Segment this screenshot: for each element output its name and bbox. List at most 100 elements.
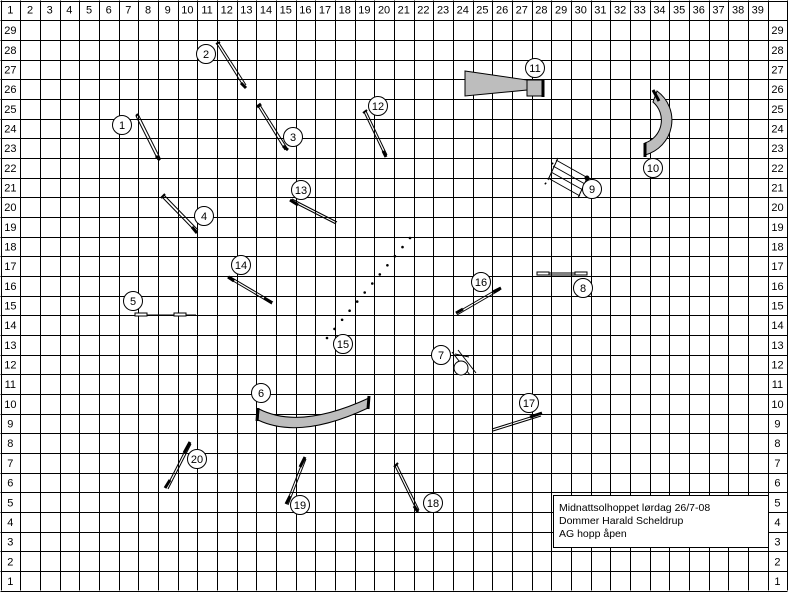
marker-6: 6 — [251, 383, 271, 403]
svg-text:13: 13 — [295, 185, 307, 197]
weave-pole — [348, 309, 351, 313]
obstacle-11-chute[interactable] — [464, 70, 545, 97]
event-title: Midnattsolhoppet lørdag 26/7-08 — [559, 502, 711, 514]
column-label: 17 — [319, 5, 331, 17]
marker-12: 12 — [368, 96, 388, 116]
row-label: 9 — [7, 419, 13, 431]
obstacle-15-weave-poles[interactable] — [325, 236, 412, 340]
row-label: 4 — [7, 517, 13, 529]
column-label: 25 — [476, 5, 488, 17]
weave-pole — [386, 264, 389, 267]
column-label: 5 — [86, 5, 92, 17]
marker-15: 15 — [333, 334, 353, 354]
obstacle-14-jump[interactable] — [227, 275, 274, 305]
obstacle-2-jump[interactable] — [215, 41, 248, 90]
row-label: 29 — [4, 25, 16, 37]
column-label: 9 — [165, 5, 171, 17]
row-label: 15 — [771, 301, 783, 313]
column-label: 23 — [437, 5, 449, 17]
course-info-box: Midnattsolhoppet lørdag 26/7-08 Dommer H… — [553, 495, 769, 548]
column-label: 21 — [398, 5, 410, 17]
class-name: AG hopp åpen — [559, 528, 627, 540]
marker-16: 16 — [471, 272, 491, 292]
row-label: 10 — [4, 399, 16, 411]
row-label: 12 — [771, 360, 783, 372]
column-label: 8 — [145, 5, 151, 17]
marker-13: 13 — [291, 180, 311, 200]
column-label: 1 — [7, 5, 13, 17]
row-label: 2 — [7, 556, 13, 568]
row-label: 27 — [4, 65, 16, 77]
column-label: 3 — [47, 5, 53, 17]
row-label: 24 — [771, 124, 783, 136]
svg-text:19: 19 — [294, 500, 306, 512]
column-label: 28 — [535, 5, 547, 17]
obstacle-12-jump[interactable] — [362, 109, 388, 158]
weave-pole — [340, 318, 344, 322]
row-label: 26 — [4, 84, 16, 96]
row-label: 1 — [774, 576, 780, 588]
column-label: 35 — [673, 5, 685, 17]
obstacle-9-wall[interactable] — [544, 157, 590, 199]
obstacle-10-tunnel[interactable] — [643, 89, 673, 157]
svg-text:6: 6 — [258, 388, 264, 400]
row-label: 12 — [4, 360, 16, 372]
column-label: 18 — [339, 5, 351, 17]
row-label: 19 — [4, 222, 16, 234]
row-label: 21 — [771, 183, 783, 195]
svg-text:5: 5 — [130, 296, 136, 308]
column-label: 24 — [457, 5, 469, 17]
svg-text:3: 3 — [290, 132, 296, 144]
row-label: 22 — [4, 163, 16, 175]
obstacle-13-jump[interactable] — [289, 198, 338, 225]
svg-text:9: 9 — [589, 184, 595, 196]
svg-text:20: 20 — [191, 454, 203, 466]
column-label: 32 — [614, 5, 626, 17]
column-label: 31 — [594, 5, 606, 17]
marker-5: 5 — [123, 291, 143, 311]
marker-18: 18 — [423, 493, 443, 513]
svg-text:18: 18 — [427, 498, 439, 510]
svg-text:11: 11 — [529, 63, 540, 75]
svg-text:4: 4 — [201, 211, 207, 223]
row-label: 13 — [4, 340, 16, 352]
row-label: 13 — [771, 340, 783, 352]
obstacle-3-jump[interactable] — [256, 102, 289, 152]
column-label: 39 — [752, 5, 764, 17]
row-label: 26 — [771, 84, 783, 96]
obstacle-16-jump[interactable] — [455, 286, 502, 316]
column-label: 30 — [575, 5, 587, 17]
row-label: 20 — [771, 202, 783, 214]
obstacle-6-tunnel[interactable] — [255, 395, 371, 429]
obstacle-markers: 1 2 3 4 5 6 7 8 9 10 11 12 13 14 15 16 1… — [112, 44, 663, 515]
obstacle-4-jump[interactable] — [160, 193, 199, 234]
row-label: 4 — [774, 517, 780, 529]
row-label: 16 — [771, 281, 783, 293]
obstacle-1-jump[interactable] — [135, 113, 162, 162]
svg-text:10: 10 — [647, 163, 659, 175]
svg-text:2: 2 — [203, 49, 209, 61]
row-label: 11 — [5, 379, 16, 391]
column-label: 4 — [66, 5, 72, 17]
row-label: 3 — [774, 537, 780, 549]
weave-pole — [378, 273, 382, 276]
judge-name: Dommer Harald Scheldrup — [559, 515, 684, 527]
row-label: 8 — [774, 438, 780, 450]
marker-11: 11 — [525, 58, 545, 78]
obstacle-20-jump[interactable] — [163, 441, 192, 490]
obstacle-18-jump[interactable] — [393, 462, 420, 513]
obstacle-17-jump[interactable] — [491, 411, 543, 432]
marker-20: 20 — [187, 449, 207, 469]
weave-pole — [363, 291, 367, 294]
row-label: 21 — [4, 183, 16, 195]
marker-10: 10 — [643, 158, 663, 178]
obstacle-8-jump[interactable] — [536, 271, 588, 276]
marker-4: 4 — [194, 206, 214, 226]
obstacle-7-tyre[interactable] — [451, 349, 477, 376]
obstacle-5-long-jump[interactable] — [134, 312, 196, 317]
row-label: 6 — [774, 478, 780, 490]
obstacle-19-jump[interactable] — [284, 456, 307, 506]
row-label: 17 — [771, 261, 783, 273]
